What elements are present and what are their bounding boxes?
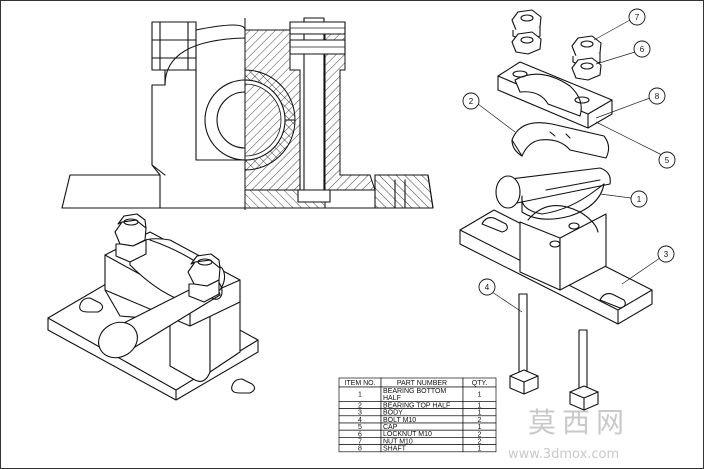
svg-text:莫西网: 莫西网 (528, 406, 630, 439)
bom-part-number: LOCKNUT M10 (383, 431, 432, 438)
svg-text:3: 3 (664, 250, 669, 259)
bom-qty: 1 (478, 424, 482, 431)
callout-2 (462, 92, 480, 110)
bom-item-no: 6 (358, 431, 362, 438)
bom-qty: 1 (478, 410, 482, 417)
bom-header-part: PART NUMBER (397, 380, 447, 387)
bom-qty: 2 (478, 431, 482, 438)
bom-item-no: 1 (358, 392, 362, 399)
bom-part-number: SHAFT (383, 446, 407, 453)
bom-item-no: 4 (358, 417, 362, 424)
callout-1 (630, 190, 648, 208)
callout-7 (628, 8, 646, 26)
callout-8 (648, 87, 666, 105)
bom-part-number: BODY (383, 410, 403, 417)
callout-4 (478, 278, 496, 296)
bom-qty: 2 (478, 439, 482, 446)
callout-6 (633, 40, 651, 58)
bom-item-no: 5 (358, 424, 362, 431)
bom-part-number: BEARING BOTTOM (383, 388, 446, 395)
bom-part-number: HALF (383, 395, 401, 402)
bill-of-materials-table: ITEM NO. PART NUMBER QTY. 1 BEARING BOTTOMHA… (338, 377, 497, 453)
exploded-isometric-view (459, 9, 653, 411)
bom-qty: 1 (478, 446, 482, 453)
callout-balloons: 7 6 8 2 5 1 3 4 (462, 8, 676, 313)
svg-text:6: 6 (640, 45, 645, 54)
watermark: 莫西网 www.3dmox.com (508, 406, 630, 462)
bom-part-number: NUT M10 (383, 438, 413, 445)
svg-text:2: 2 (469, 97, 474, 106)
bom-part-number: BEARING TOP HALF (383, 402, 450, 409)
svg-text:8: 8 (655, 92, 660, 101)
svg-text:7: 7 (635, 13, 640, 22)
bom-item-no: 2 (358, 403, 362, 410)
callout-3 (657, 245, 675, 263)
front-section-view (61, 17, 434, 210)
svg-text:www.3dmox.com: www.3dmox.com (508, 447, 619, 462)
bom-part-number: CAP (383, 424, 398, 431)
assembled-isometric-view (47, 213, 259, 401)
bom-qty: 2 (478, 417, 482, 424)
bom-header-item: ITEM NO. (344, 380, 375, 387)
bom-qty: 1 (478, 392, 482, 399)
callout-5 (658, 151, 676, 169)
bom-header-qty: QTY. (472, 380, 487, 387)
svg-text:5: 5 (665, 156, 670, 165)
bom-part-number: BOLT M10 (383, 417, 416, 424)
bom-item-no: 7 (358, 439, 362, 446)
svg-text:1: 1 (637, 195, 642, 204)
bom-item-no: 8 (358, 446, 362, 453)
bom-item-no: 3 (358, 410, 362, 417)
svg-text:4: 4 (485, 283, 490, 292)
bom-qty: 1 (478, 403, 482, 410)
